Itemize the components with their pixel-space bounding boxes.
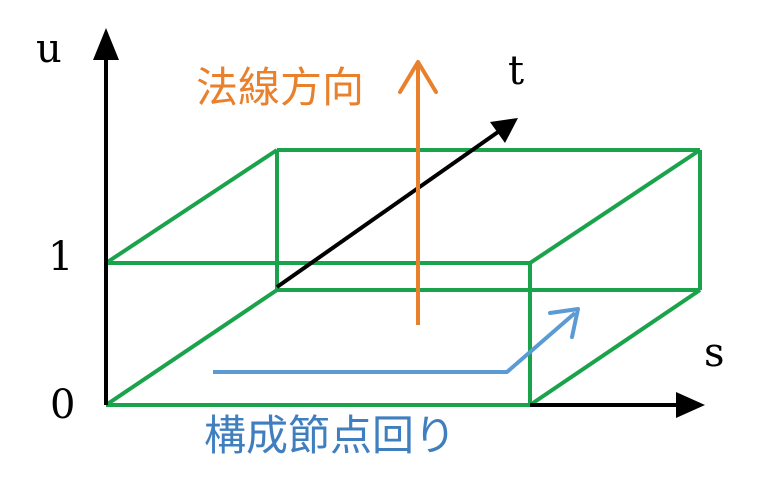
- s-axis-label: s: [704, 330, 725, 376]
- green-box: [104, 148, 702, 407]
- normal-direction-arrowhead: [398, 60, 438, 94]
- normal-direction-label: 法線方向: [196, 63, 364, 112]
- u-axis-label: u: [36, 26, 62, 72]
- s-axis-arrowhead: [676, 392, 705, 418]
- tick-label-0: 0: [50, 382, 75, 428]
- box-edge-diag-bl: [104, 288, 279, 407]
- u-axis-arrowhead: [93, 28, 119, 60]
- around-nodes-label: 構成節点回り: [204, 411, 456, 460]
- t-axis-label: t: [508, 48, 524, 94]
- node-around-arrow: [213, 311, 577, 374]
- box-edge-diag-tr: [528, 148, 702, 265]
- tick-label-1: 1: [48, 234, 73, 280]
- node-around-arrowhead: [548, 307, 580, 339]
- box-edge-diag-br: [528, 288, 702, 407]
- t-axis-arrowhead: [490, 118, 518, 143]
- t-axis: [275, 130, 500, 289]
- box-edge-diag-tl: [104, 148, 279, 265]
